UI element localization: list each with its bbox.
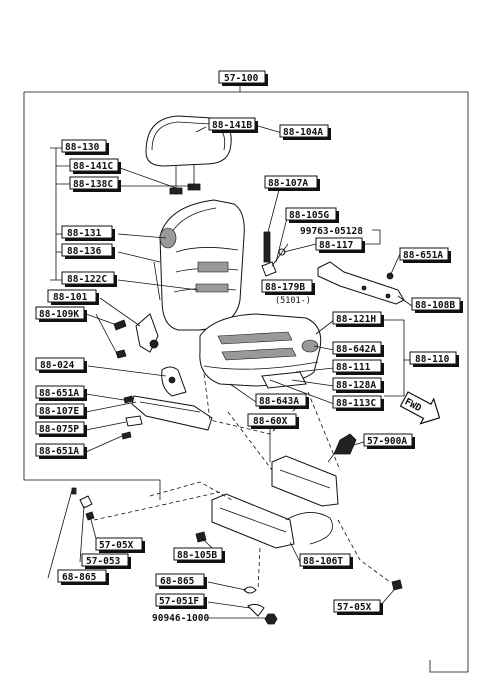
svg-text:88-110: 88-110: [415, 354, 450, 365]
svg-text:88-179B: 88-179B: [265, 282, 305, 293]
label-part-105b: 88-105B: [173, 547, 225, 563]
label-nut-number: 90946-1000: [152, 613, 209, 624]
label-headrest-guide: 88-141B: [208, 117, 258, 133]
label-part-051f: 57-051F: [155, 593, 207, 609]
label-back-131: 88-131: [61, 225, 115, 241]
svg-text:88-131: 88-131: [67, 228, 102, 239]
svg-text:88-128A: 88-128A: [336, 380, 376, 391]
label-part-05x-left: 57-05X: [95, 537, 145, 553]
svg-text:88-104A: 88-104A: [283, 127, 323, 138]
seat-track-drawing: [71, 433, 403, 625]
svg-text:88-136: 88-136: [67, 246, 102, 257]
fwd-arrow-icon: FWD: [399, 391, 441, 425]
label-part-106t: 88-106T: [299, 553, 353, 569]
label-part-111: 88-111: [332, 359, 384, 375]
side-bracket-drawing: [317, 261, 405, 305]
svg-text:57-900A: 57-900A: [367, 436, 407, 447]
label-part-113c: 88-113C: [332, 395, 384, 411]
svg-text:57-053: 57-053: [86, 556, 121, 567]
svg-text:57-05X: 57-05X: [99, 540, 134, 551]
label-part-105g: 88-105G: [285, 207, 339, 223]
svg-text:88-105G: 88-105G: [289, 210, 329, 221]
svg-text:68-865: 68-865: [160, 576, 195, 587]
label-part-642a: 88-642A: [332, 341, 384, 357]
label-part-865-bottom: 68-865: [155, 573, 207, 589]
svg-text:88-651A: 88-651A: [403, 250, 443, 261]
svg-text:88-121H: 88-121H: [336, 314, 376, 325]
label-part-075p: 88-075P: [35, 421, 87, 437]
label-part-024: 88-024: [35, 357, 87, 373]
svg-text:57-100: 57-100: [224, 73, 259, 84]
label-assembly: 57-100: [218, 70, 268, 86]
label-cushion-121h: 88-121H: [332, 311, 384, 327]
svg-text:88-138C: 88-138C: [73, 179, 113, 190]
svg-text:88-122C: 88-122C: [67, 274, 107, 285]
label-headrest: 88-104A: [279, 124, 331, 140]
svg-text:88-105B: 88-105B: [177, 550, 217, 561]
seat-cushion-drawing: [199, 313, 322, 389]
label-part-108b: 88-108B: [411, 297, 463, 313]
label-part-643a: 88-643A: [255, 393, 309, 409]
label-part-107e: 88-107E: [35, 403, 87, 419]
label-part-053: 57-053: [81, 553, 131, 569]
svg-text:88-60X: 88-60X: [253, 416, 288, 427]
svg-text:88-106T: 88-106T: [303, 556, 343, 567]
label-part-60x: 88-60X: [247, 413, 299, 429]
label-part-110: 88-110: [409, 351, 459, 367]
label-part-865-left: 68-865: [57, 569, 109, 585]
svg-text:88-024: 88-024: [40, 360, 75, 371]
label-back-136: 88-136: [61, 243, 115, 259]
label-seatback-frame: 88-130: [61, 139, 109, 155]
svg-text:88-075P: 88-075P: [39, 424, 79, 435]
svg-text:88-113C: 88-113C: [336, 398, 376, 409]
svg-text:88-651A: 88-651A: [39, 446, 79, 457]
label-part-651a-left-lower: 88-651A: [35, 443, 87, 459]
part-labels: 57-100 88-141B 88-104A 88-130 88-141C 88…: [35, 70, 463, 624]
svg-text:88-141B: 88-141B: [212, 120, 252, 131]
label-part-651a-right: 88-651A: [399, 247, 451, 263]
label-part-117: 88-117: [315, 237, 365, 253]
label-back-122c: 88-122C: [61, 271, 117, 287]
svg-text:88-109K: 88-109K: [39, 309, 79, 320]
label-belt-900a: 57-900A: [363, 433, 415, 449]
label-screw-number: 99763-05128: [300, 226, 363, 237]
recliner-bracket-drawing: [113, 313, 159, 359]
svg-text:88-642A: 88-642A: [336, 344, 376, 355]
svg-text:88-643A: 88-643A: [259, 396, 299, 407]
label-part-05x-right: 57-05X: [333, 599, 383, 615]
svg-text:88-117: 88-117: [319, 240, 353, 251]
label-note-5101: (5101-): [275, 296, 311, 306]
svg-text:88-107A: 88-107A: [268, 178, 308, 189]
label-part-107a: 88-107A: [264, 175, 320, 191]
label-part-101: 88-101: [47, 289, 99, 305]
svg-text:88-651A: 88-651A: [39, 388, 79, 399]
label-part-109k: 88-109K: [35, 306, 87, 322]
svg-text:88-107E: 88-107E: [39, 406, 79, 417]
svg-text:88-141C: 88-141C: [73, 161, 113, 172]
label-guide-c2: 88-138C: [69, 176, 121, 192]
leader-lines: [47, 125, 413, 619]
svg-text:88-108B: 88-108B: [415, 300, 455, 311]
svg-text:68-865: 68-865: [62, 572, 97, 583]
svg-text:88-130: 88-130: [65, 142, 100, 153]
svg-text:88-111: 88-111: [336, 362, 371, 373]
label-part-179b: 88-179B: [261, 279, 315, 295]
svg-text:57-05X: 57-05X: [337, 602, 372, 613]
side-cover-drawing: [121, 366, 213, 440]
label-part-651a-left: 88-651A: [35, 385, 87, 401]
label-guide-c: 88-141C: [69, 158, 121, 174]
svg-text:88-101: 88-101: [53, 292, 88, 303]
svg-text:57-051F: 57-051F: [159, 596, 199, 607]
seat-back-drawing: [153, 199, 245, 331]
label-part-128a: 88-128A: [332, 377, 384, 393]
